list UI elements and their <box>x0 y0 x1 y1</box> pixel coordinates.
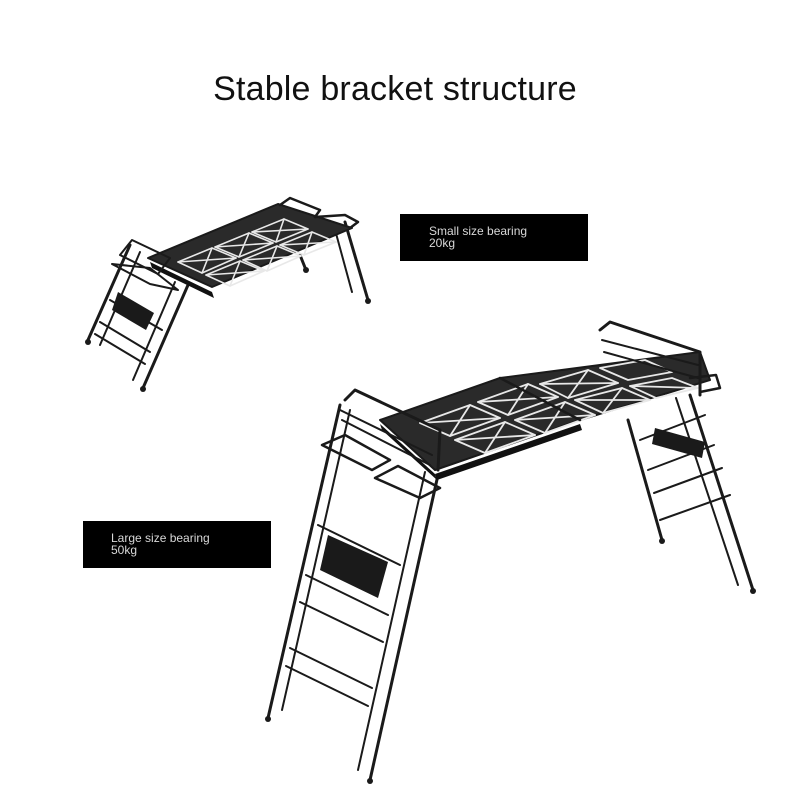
large-table <box>265 320 756 784</box>
small-size-label-line1: Small size bearing <box>429 224 528 238</box>
small-size-label-line2: 20kg <box>429 236 456 250</box>
small-table <box>85 196 371 392</box>
large-size-label: Large size bearing 50kg <box>83 521 271 568</box>
page-title: Stable bracket structure <box>213 70 577 108</box>
large-size-label-line1: Large size bearing <box>111 531 210 545</box>
small-size-label: Small size bearing 20kg <box>400 214 588 261</box>
large-size-label-line2: 50kg <box>111 543 138 557</box>
